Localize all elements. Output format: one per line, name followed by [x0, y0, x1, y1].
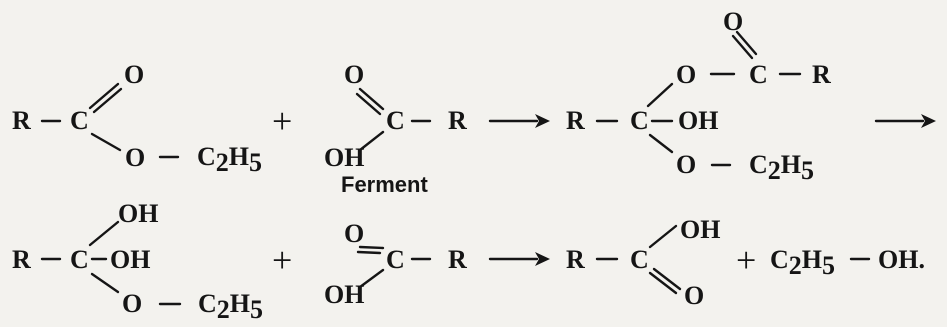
carbon-atom: C	[630, 245, 649, 274]
double-bond	[731, 34, 754, 60]
r-group: R	[12, 106, 31, 135]
single-bond	[358, 268, 385, 289]
hydroxyl-group: OH.	[878, 245, 925, 274]
step1-reactant-ester: R C O O C2H5	[12, 60, 262, 177]
oxygen-atom: O	[344, 60, 364, 89]
single-bond	[90, 132, 122, 152]
r-group: R	[448, 245, 467, 274]
oxygen-atom: O	[723, 7, 743, 36]
hydroxyl-group: OH	[680, 215, 720, 244]
ethanol-formula: C2H5	[770, 245, 835, 280]
oxygen-atom: O	[676, 150, 696, 179]
continuation-arrow	[874, 114, 936, 128]
step1-reactant-acid: O C OH R	[324, 60, 467, 172]
double-bond	[92, 87, 123, 114]
r-group: R	[448, 106, 467, 135]
single-bond	[646, 82, 674, 108]
plus-sign: +	[272, 240, 292, 280]
reaction-arrow	[488, 114, 550, 128]
step1-product-intermediate: R C OH O C O R O C2H5	[566, 7, 831, 185]
r-group: R	[566, 106, 585, 135]
double-bond	[356, 250, 382, 255]
step2-product-ethanol: C2H5 OH.	[770, 245, 925, 280]
double-bond	[88, 82, 120, 110]
carbon-atom: C	[70, 245, 89, 274]
step2-reactant-acid: O C OH R	[324, 219, 467, 309]
single-bond	[648, 133, 674, 154]
plus-sign: +	[736, 240, 756, 280]
oxygen-atom: O	[676, 60, 696, 89]
hydroxyl-group: OH	[118, 199, 158, 228]
carbon-atom: C	[630, 106, 649, 135]
reaction-arrow	[488, 252, 550, 266]
double-bond	[355, 92, 382, 116]
r-group: R	[566, 245, 585, 274]
ferment-label: Ferment	[341, 172, 428, 197]
oxygen-atom: O	[125, 143, 145, 172]
hydroxyl-group: OH	[678, 106, 718, 135]
oxygen-atom: O	[684, 281, 704, 310]
single-bond	[90, 272, 120, 294]
ethyl-group: C2H5	[749, 150, 814, 185]
single-bond	[648, 224, 678, 249]
carbon-atom: C	[749, 60, 768, 89]
oxygen-atom: O	[122, 289, 142, 318]
double-bond	[358, 87, 385, 111]
double-bond	[652, 267, 682, 291]
carbon-atom: C	[386, 245, 405, 274]
step2-product-acid: R C OH O	[566, 215, 720, 310]
oxygen-atom: O	[344, 219, 364, 248]
single-bond	[358, 130, 385, 152]
r-group: R	[12, 245, 31, 274]
double-bond	[648, 271, 678, 295]
ethyl-group: C2H5	[197, 142, 262, 177]
ethyl-group: C2H5	[198, 289, 263, 324]
carbon-atom: C	[70, 106, 89, 135]
r-group: R	[812, 60, 831, 89]
double-bond	[735, 30, 758, 56]
single-bond	[88, 220, 120, 247]
hydroxyl-group: OH	[110, 245, 150, 274]
plus-sign: +	[272, 101, 292, 141]
hydroxyl-group: OH	[324, 143, 364, 172]
oxygen-atom: O	[124, 60, 144, 89]
hydroxyl-group: OH	[324, 280, 364, 309]
carbon-atom: C	[386, 106, 405, 135]
double-bond	[358, 245, 385, 250]
step2-reactant-intermediate: R C OH OH O C2H5	[12, 199, 263, 324]
